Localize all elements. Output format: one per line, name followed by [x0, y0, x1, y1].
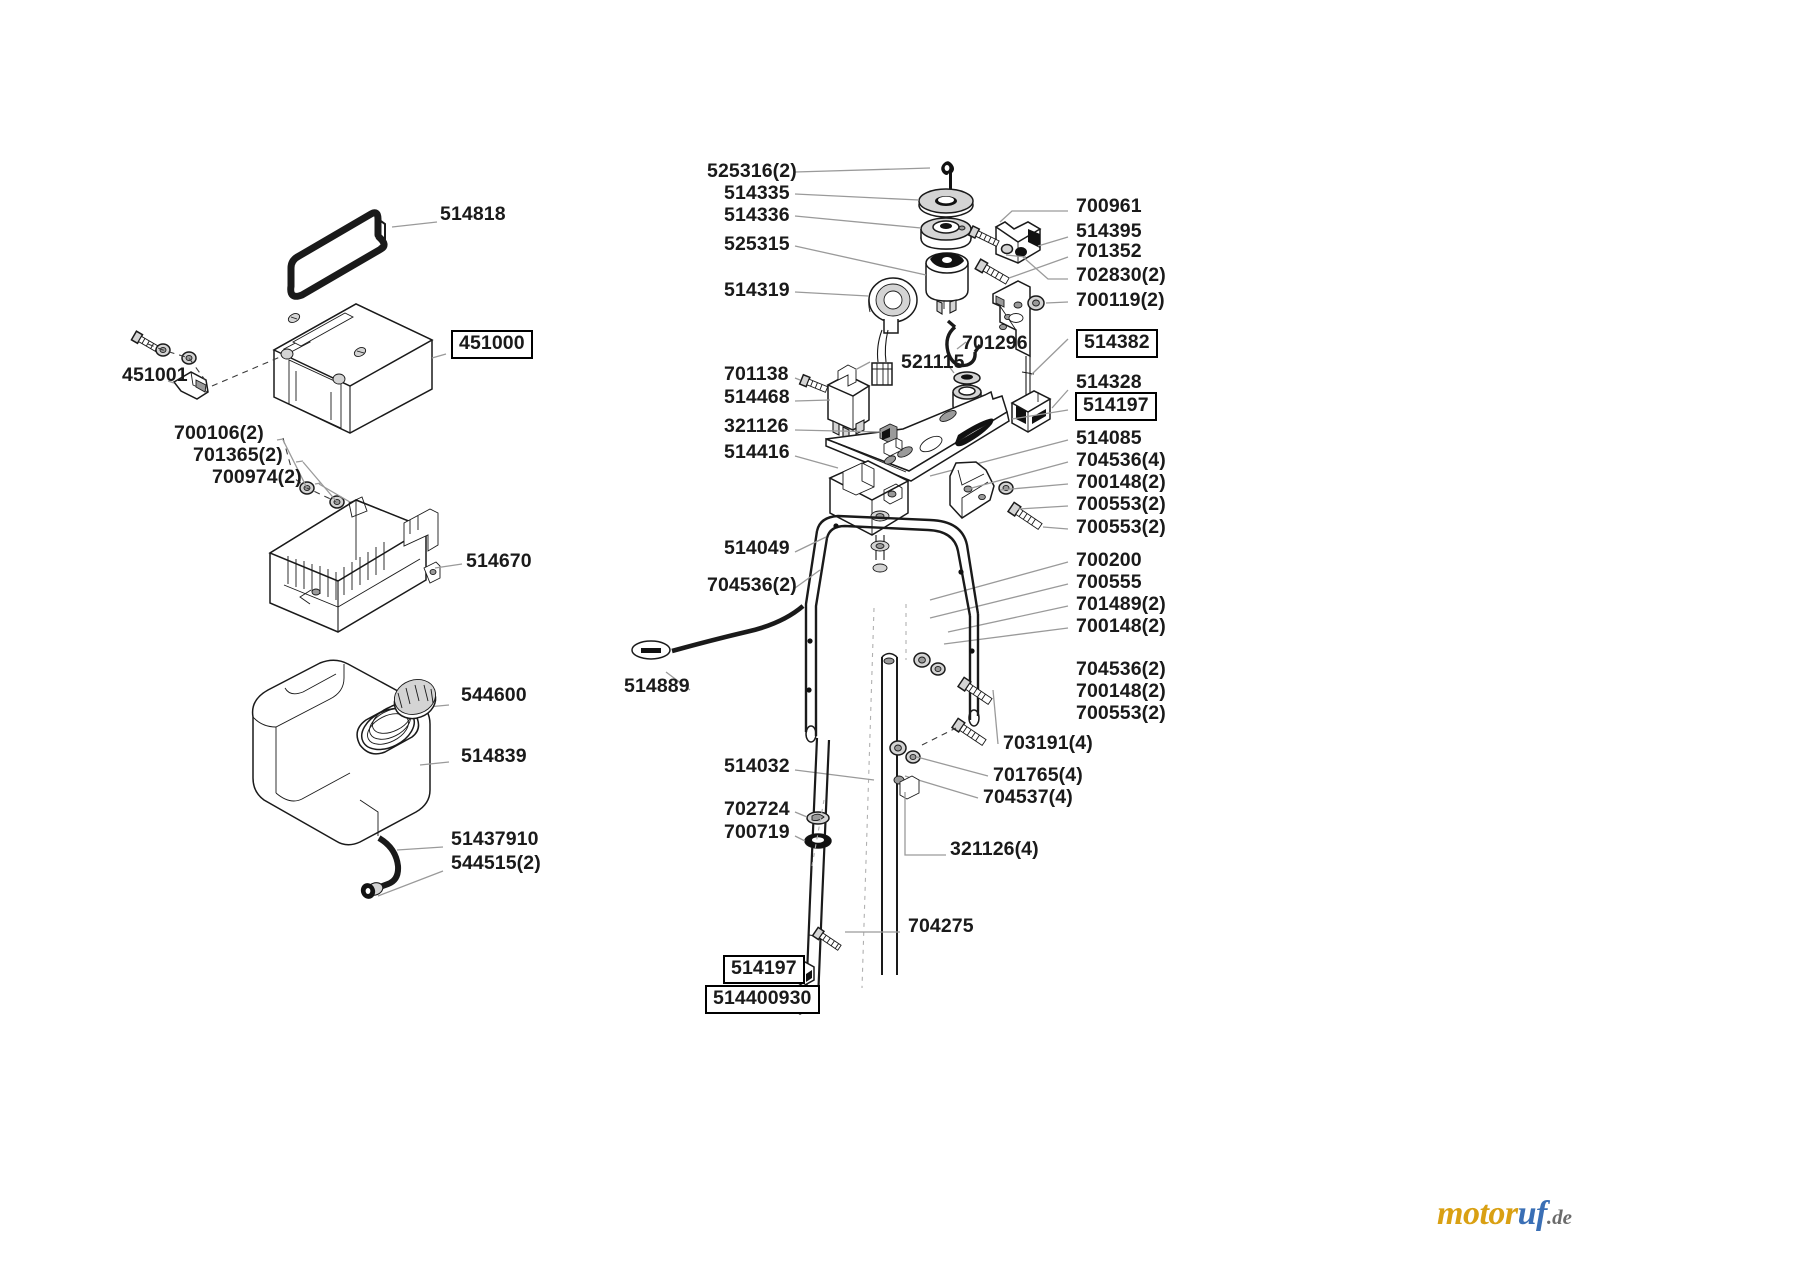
part-514889-cable [631, 604, 805, 660]
part-label-7001062: 700106(2) [174, 422, 264, 444]
part-521115-washer [953, 371, 981, 385]
part-label-451000: 451000 [451, 330, 533, 359]
part-label-514335: 514335 [724, 182, 790, 204]
part-514032-center-tube [861, 604, 907, 989]
part-label-514889: 514889 [624, 675, 690, 697]
part-label-7045374: 704537(4) [983, 786, 1073, 808]
part-label-700555: 700555 [1076, 571, 1142, 593]
part-514335-washer [918, 188, 974, 218]
part-701296-retaining-clip [945, 319, 982, 368]
part-label-51437910: 51437910 [451, 828, 539, 850]
part-514319-horn [868, 277, 918, 386]
part-label-7017654: 701765(4) [993, 764, 1083, 786]
part-label-7009742: 700974(2) [212, 466, 302, 488]
part-label-7001482: 700148(2) [1076, 680, 1166, 702]
part-700719-washer [804, 833, 832, 849]
part-525315-ignition-switch [925, 252, 969, 315]
part-702830-screw [974, 258, 1010, 285]
part-label-701296: 701296 [962, 332, 1028, 354]
part-700961-screw [967, 224, 1000, 247]
watermark-part1: motor [1437, 1195, 1518, 1232]
part-label-7045362: 704536(2) [1076, 658, 1166, 680]
part-label-514319: 514319 [724, 279, 790, 301]
part-704275-screw [811, 926, 842, 951]
part-label-7045362: 704536(2) [707, 574, 797, 596]
part-label-514382: 514382 [1076, 329, 1158, 358]
part-label-525315: 525315 [724, 233, 790, 255]
part-702724-washer [806, 811, 830, 825]
part-label-514336: 514336 [724, 204, 790, 226]
part-451000-battery [272, 303, 434, 434]
watermark-part3: .de [1546, 1205, 1572, 1229]
part-321126-clip [899, 775, 946, 856]
part-514468-relay [826, 364, 871, 442]
part-label-701352: 701352 [1076, 240, 1142, 262]
part-label-704275: 704275 [908, 915, 974, 937]
part-label-514670: 514670 [466, 550, 532, 572]
part-label-3211264: 321126(4) [950, 838, 1039, 860]
part-514818-hold-down-bar [287, 209, 388, 300]
part-label-700200: 700200 [1076, 549, 1142, 571]
part-label-700961: 700961 [1076, 195, 1142, 217]
part-label-514468: 514468 [724, 386, 790, 408]
part-label-7028302: 702830(2) [1076, 264, 1166, 286]
part-label-7005532: 700553(2) [1076, 702, 1166, 724]
part-514395-lever [994, 221, 1042, 264]
part-label-514032: 514032 [724, 755, 790, 777]
part-label-7001482: 700148(2) [1076, 471, 1166, 493]
part-label-5445152: 544515(2) [451, 852, 541, 874]
right-leg-fasteners [889, 652, 993, 785]
part-label-7013652: 701365(2) [193, 444, 283, 466]
part-514670-basket [268, 496, 441, 633]
part-label-514400930: 514400930 [705, 985, 820, 1014]
part-label-521115: 521115 [901, 351, 965, 373]
part-label-700719: 700719 [724, 821, 790, 843]
part-label-544600: 544600 [461, 684, 527, 706]
part-label-514085: 514085 [1076, 427, 1142, 449]
part-label-5253162: 525316(2) [707, 160, 797, 182]
part-label-514818: 514818 [440, 203, 506, 225]
part-label-514839: 514839 [461, 745, 527, 767]
fasteners-upper-left [130, 330, 206, 381]
watermark-part2: uf [1517, 1195, 1548, 1232]
part-label-701138: 701138 [724, 363, 789, 385]
part-label-514197: 514197 [1075, 392, 1157, 421]
part-514328-connector [1010, 390, 1052, 433]
part-label-7005532: 700553(2) [1076, 493, 1166, 515]
part-514049-handlebar [804, 514, 980, 743]
part-label-702724: 702724 [724, 798, 790, 820]
part-label-7001482: 700148(2) [1076, 615, 1166, 637]
part-544600-tank-cap [393, 679, 437, 720]
part-label-7005532: 700553(2) [1076, 516, 1166, 538]
part-label-514049: 514049 [724, 537, 790, 559]
part-451001-clamp [172, 371, 209, 400]
part-514336-lock-collar [920, 217, 972, 250]
part-label-7014892: 701489(2) [1076, 593, 1166, 615]
part-label-514416: 514416 [724, 441, 790, 463]
part-label-7031914: 703191(4) [1003, 732, 1093, 754]
part-label-514328: 514328 [1076, 371, 1142, 393]
part-525316-key [941, 161, 954, 196]
part-label-7045364: 704536(4) [1076, 449, 1166, 471]
part-701138-screw [798, 373, 829, 393]
part-label-514197: 514197 [723, 955, 805, 984]
part-label-321126: 321126 [724, 415, 789, 437]
part-label-451001: 451001 [122, 364, 188, 386]
part-label-514395: 514395 [1076, 220, 1142, 242]
watermark: motoruf.de [1437, 1195, 1572, 1233]
part-label-7001192: 700119(2) [1076, 289, 1165, 311]
